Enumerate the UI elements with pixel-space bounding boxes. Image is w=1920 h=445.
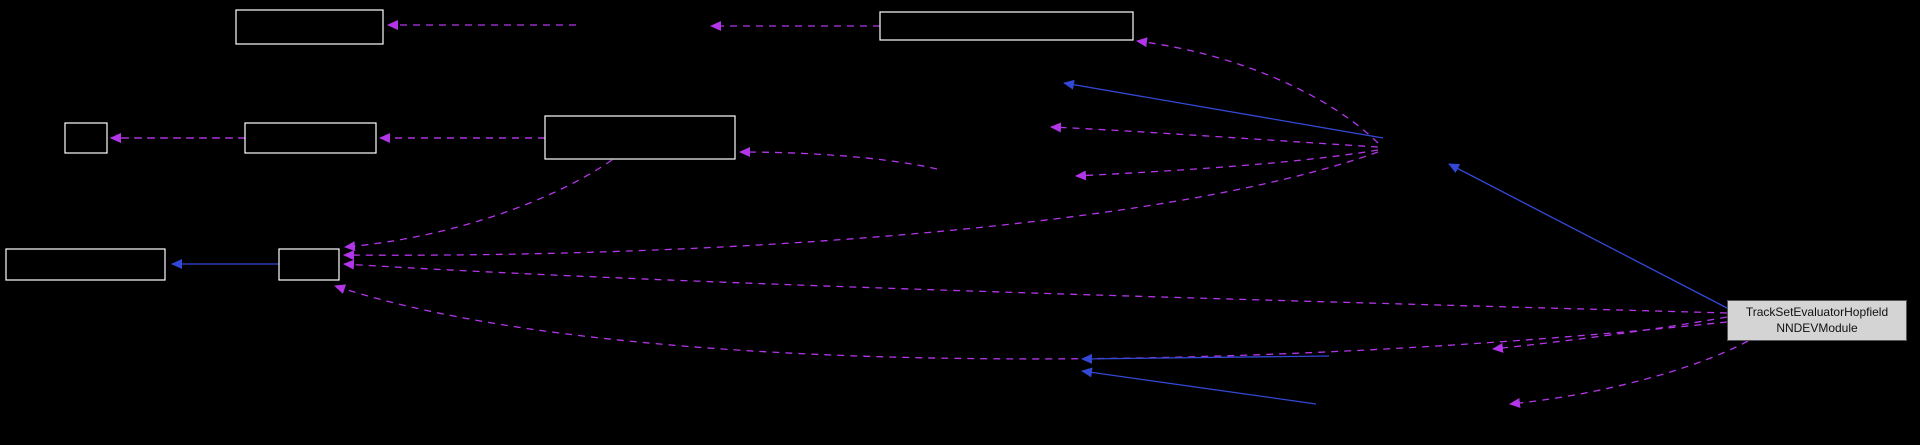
usage-edge (344, 159, 613, 252)
usage-edge (1509, 340, 1749, 409)
usage-edge (1492, 316, 1728, 353)
usage-edge (343, 259, 1728, 314)
graph-node-g[interactable] (278, 248, 340, 281)
inheritance-edge (1081, 353, 1330, 364)
usage-edge (1075, 149, 1379, 181)
usage-edge (1050, 122, 1379, 148)
graph-node-b[interactable] (879, 11, 1134, 41)
usage-edge (1136, 37, 1379, 144)
graph-node-e[interactable] (544, 115, 736, 160)
graph-node-f[interactable] (5, 248, 166, 281)
graph-node-d[interactable] (244, 122, 377, 154)
usage-edge (343, 151, 1379, 261)
graph-node-c[interactable] (64, 122, 108, 154)
node-label-line2: NNDEVModule (1776, 320, 1858, 335)
node-TrackSetEvaluatorHopfieldNNDEVModule: TrackSetEvaluatorHopfield NNDEVModule (1727, 300, 1907, 341)
usage-edge (334, 284, 1728, 360)
node-label-line1: TrackSetEvaluatorHopfield (1745, 304, 1889, 319)
inheritance-edge (1063, 79, 1384, 139)
inheritance-edge (1081, 367, 1317, 405)
inheritance-edge (1448, 163, 1728, 309)
graph-node-a[interactable] (235, 9, 384, 45)
usage-edge (739, 147, 938, 170)
